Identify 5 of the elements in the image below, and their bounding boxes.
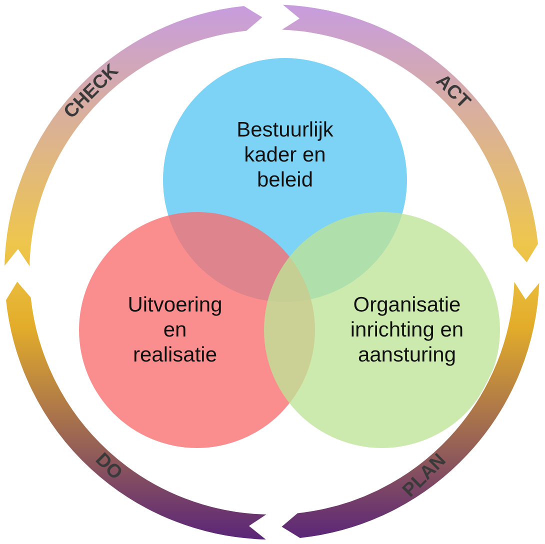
cycle-label: ACT [430, 70, 474, 114]
cycle-label: DO [90, 449, 126, 486]
circle-label: Bestuurlijk kader en beleid [236, 118, 334, 192]
circle-label: Uitvoering en realisatie [126, 292, 224, 368]
circle-label: Organisatie inrichting en aansturing [349, 292, 465, 368]
